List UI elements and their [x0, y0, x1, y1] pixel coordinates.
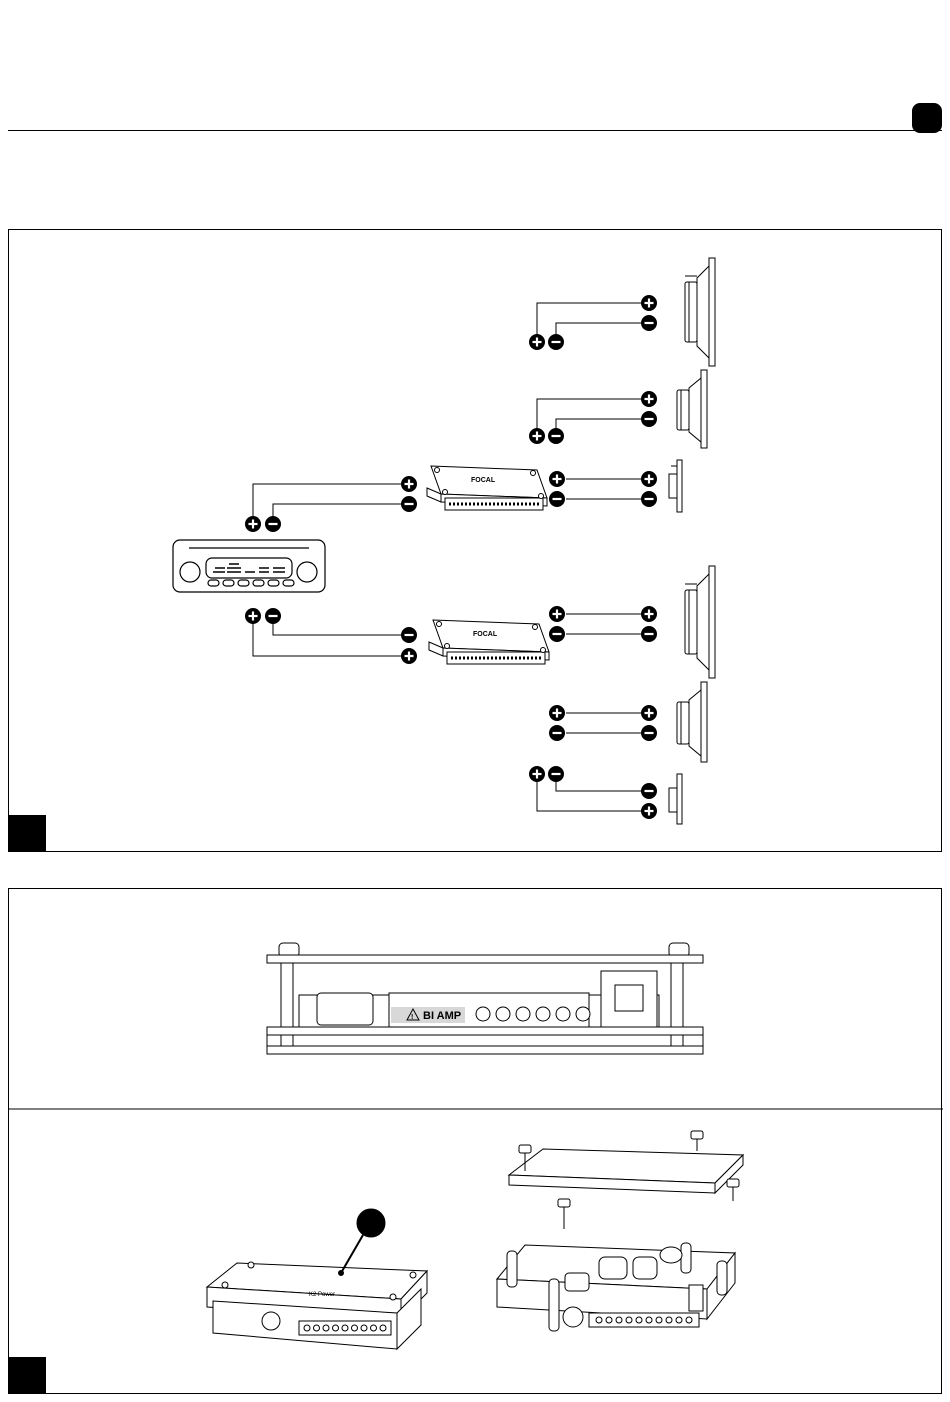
tweeter-top	[669, 460, 682, 512]
polarity-terminals	[245, 295, 657, 819]
screw-terminal	[352, 1325, 358, 1331]
input-jack	[556, 1007, 570, 1021]
wire-hu-minus-xo1	[273, 504, 409, 524]
crossover-module-bottom: FOCAL	[429, 620, 549, 664]
wire-hu-minus-xo2	[273, 616, 409, 635]
header-rule	[8, 130, 942, 131]
crossover-brand-top: FOCAL	[471, 477, 496, 484]
midrange-top	[677, 370, 707, 448]
figure-index-block	[9, 815, 46, 851]
screw-terminal	[666, 1317, 672, 1323]
screw-terminal	[616, 1317, 622, 1323]
screw-terminal	[606, 1317, 612, 1323]
wire-amp-mid1-minus	[556, 419, 647, 436]
screw-terminal	[371, 1325, 377, 1331]
woofer-top	[685, 258, 715, 366]
wire-tweeter2-minus	[556, 774, 647, 791]
screw-terminal	[686, 1317, 692, 1323]
wiring-diagram-panel: FOCAL FOCAL	[8, 229, 942, 852]
hardware-illustrations: ! BI AMP K2 Power	[9, 889, 943, 1395]
crossover-module-top: FOCAL	[427, 466, 547, 510]
midrange-bottom	[677, 682, 707, 762]
screw-terminal	[304, 1325, 310, 1331]
bi-amp-label: BI AMP	[423, 1010, 461, 1022]
tweeter-bottom	[669, 774, 682, 824]
warning-glyph: !	[411, 1014, 413, 1021]
screw-terminal	[656, 1317, 662, 1323]
crossover-side-view: ! BI AMP	[267, 943, 703, 1054]
crossover-brand-bottom: FOCAL	[473, 631, 498, 638]
input-jack	[476, 1007, 490, 1021]
callout-marker	[357, 1209, 385, 1237]
screw-terminal	[333, 1325, 339, 1331]
figure-index-block-2	[9, 1357, 46, 1393]
crossover-exploded	[497, 1131, 743, 1331]
wiring-diagram: FOCAL FOCAL	[9, 230, 943, 853]
screw-terminal	[596, 1317, 602, 1323]
screw-terminal	[323, 1325, 329, 1331]
crossover-assembled: K2 Power	[207, 1209, 427, 1349]
section-tab-marker	[912, 103, 942, 133]
screw-terminal	[636, 1317, 642, 1323]
input-jack	[496, 1007, 510, 1021]
screw-terminal	[314, 1325, 320, 1331]
woofer-bottom	[685, 566, 715, 678]
board-label-assembled: K2 Power	[309, 1292, 335, 1298]
screw-terminal	[676, 1317, 682, 1323]
screw-terminal	[646, 1317, 652, 1323]
wire-amp-woofer1-minus	[556, 323, 647, 342]
screw-terminal	[626, 1317, 632, 1323]
input-jack	[536, 1007, 550, 1021]
head-unit	[173, 540, 325, 592]
hardware-panel: ! BI AMP K2 Power	[8, 888, 942, 1394]
input-jack	[516, 1007, 530, 1021]
input-jack	[576, 1007, 590, 1021]
screw-terminal	[342, 1325, 348, 1331]
screw-terminal	[380, 1325, 386, 1331]
screw-terminal	[361, 1325, 367, 1331]
